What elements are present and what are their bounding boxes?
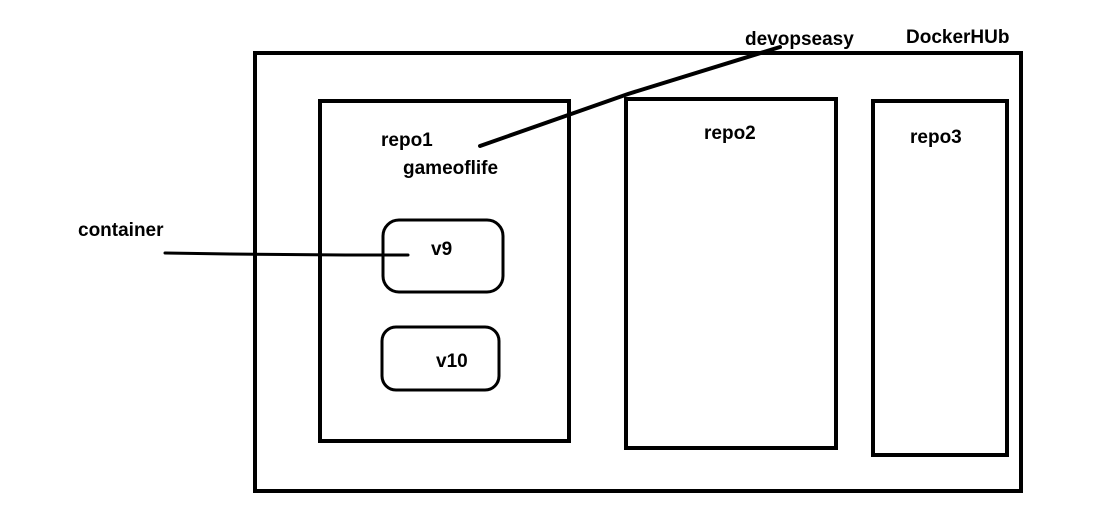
repo1-image-label: gameoflife (403, 158, 498, 179)
dockerhub-box (253, 51, 1023, 493)
tag-v10-label: v10 (436, 351, 468, 372)
repo3-box (871, 99, 1009, 457)
repo1-box (318, 99, 571, 443)
repo2-box (624, 97, 838, 450)
dockerhub-title: DockerHUb (906, 27, 1009, 48)
tag-v9-label: v9 (431, 239, 452, 260)
repo3-label: repo3 (910, 127, 962, 148)
repo2-label: repo2 (704, 123, 756, 144)
repo1-label: repo1 (381, 130, 433, 151)
container-connector-line (163, 251, 410, 257)
container-label: container (78, 220, 164, 241)
tag-v10-box (380, 325, 501, 392)
account-label: devopseasy (745, 29, 854, 50)
account-connector-line (478, 45, 782, 148)
